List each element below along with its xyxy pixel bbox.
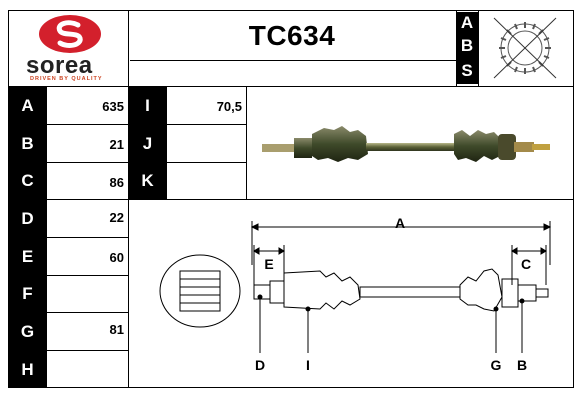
callout-label-g: G bbox=[491, 357, 502, 373]
logo-divider bbox=[128, 10, 129, 86]
header-letter-a: A bbox=[460, 13, 474, 32]
dim-label-c: C bbox=[521, 256, 531, 272]
brand-name: sorea bbox=[26, 52, 93, 79]
spec-label-j: J bbox=[129, 125, 166, 162]
brand-tagline: DRIVEN BY QUALITY bbox=[30, 76, 103, 82]
row-line-5 bbox=[8, 275, 128, 276]
spec-value-b: 21 bbox=[109, 137, 124, 152]
spec-value-divider bbox=[128, 86, 129, 388]
part-code: TC634 bbox=[248, 20, 336, 51]
spec-label-g: G bbox=[9, 313, 46, 350]
header-letter-s: S bbox=[461, 61, 473, 80]
spec-label-c: C bbox=[9, 163, 46, 199]
spec-label-b: B bbox=[9, 125, 46, 162]
row-line-4 bbox=[8, 237, 128, 238]
dimension-diagram: A E C D I G B bbox=[159, 215, 552, 373]
callout-label-b: B bbox=[517, 357, 527, 373]
spec-label-f: F bbox=[9, 276, 46, 312]
spec-label-a: A bbox=[9, 87, 46, 124]
spec-label-i: I bbox=[129, 87, 166, 124]
row-line-1 bbox=[8, 124, 246, 125]
callout-label-d: D bbox=[255, 357, 265, 373]
header-letter-b: B bbox=[460, 36, 474, 55]
spec-value-g: 81 bbox=[109, 322, 124, 337]
spec-right-value-divider bbox=[246, 86, 247, 199]
letters-divider bbox=[478, 10, 479, 86]
spec-value-i: 70,5 bbox=[216, 99, 242, 114]
dim-label-a: A bbox=[395, 215, 405, 231]
brand-logo-icon bbox=[39, 15, 101, 53]
row-line-7 bbox=[8, 350, 128, 351]
spec-label-h: H bbox=[9, 351, 46, 388]
spec-label-d: D bbox=[9, 200, 46, 237]
spec-value-a: 635 bbox=[102, 99, 124, 114]
header-divider bbox=[130, 60, 456, 61]
spec-value-c: 86 bbox=[109, 175, 124, 190]
spec-label-e: E bbox=[9, 238, 46, 275]
spec-right-label-divider bbox=[166, 86, 167, 199]
spec-value-d: 22 bbox=[109, 210, 124, 225]
row-line-3 bbox=[8, 199, 574, 200]
callout-label-i: I bbox=[306, 357, 310, 373]
row-line-2 bbox=[8, 162, 246, 163]
row-line-6 bbox=[8, 312, 128, 313]
spec-value-e: 60 bbox=[109, 250, 124, 265]
header-bottom-line bbox=[8, 86, 574, 87]
spec-label-k: K bbox=[129, 163, 166, 199]
drive-shaft-product-image bbox=[262, 126, 550, 162]
header-letters: A B S bbox=[456, 12, 478, 84]
abs-ring-crossed-icon bbox=[493, 17, 557, 79]
dim-label-e: E bbox=[264, 256, 273, 272]
